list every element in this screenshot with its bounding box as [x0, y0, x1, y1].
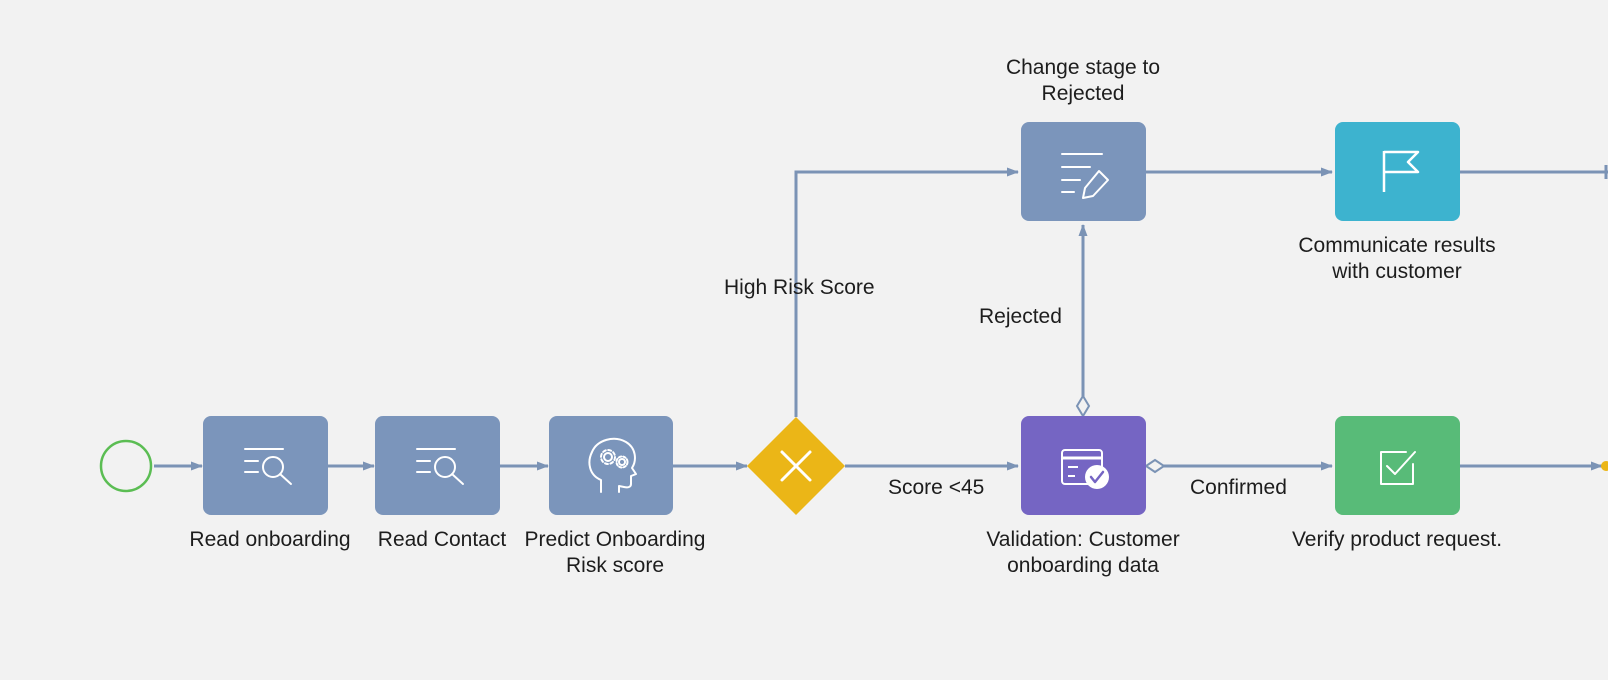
communicate-results-task[interactable]	[1335, 122, 1460, 221]
validation-task[interactable]	[1021, 416, 1146, 515]
modify-data-icon	[1061, 153, 1109, 199]
flow-gateway-to-change-stage[interactable]	[794, 167, 1019, 417]
communicate-results-label: Communicate results with customer	[1298, 234, 1496, 283]
read-contact-task[interactable]	[375, 416, 500, 515]
checkbox-icon	[1380, 451, 1416, 485]
change-stage-label: Change stage to Rejected	[1005, 56, 1161, 105]
read-contact-label: Read Contact	[377, 528, 507, 551]
offscreen-node-edge	[1601, 461, 1608, 471]
edge-label-rejected: Rejected	[979, 305, 1062, 328]
flag-icon	[1382, 150, 1420, 192]
verify-product-request-label: Verify product request.	[1291, 528, 1503, 551]
x-icon	[780, 450, 812, 482]
conditional-flow-marker-rejected	[1075, 394, 1091, 418]
edge-label-score-low: Score <45	[888, 476, 985, 499]
ai-brain-icon	[588, 437, 637, 493]
read-data-icon	[244, 448, 292, 485]
start-event[interactable]	[99, 439, 153, 493]
validation-icon	[1061, 449, 1109, 489]
read-data-icon	[416, 448, 464, 485]
read-onboarding-label: Read onboarding	[189, 528, 351, 551]
exclusive-gateway[interactable]	[747, 417, 845, 515]
verify-product-request-task[interactable]	[1335, 416, 1460, 515]
edge-label-high-risk: High Risk Score	[724, 276, 875, 299]
connectors	[154, 167, 1608, 471]
predict-risk-label: Predict Onboarding Risk score	[524, 528, 706, 577]
edge-label-confirmed: Confirmed	[1190, 476, 1287, 499]
validation-label: Validation: Customer onboarding data	[986, 528, 1180, 577]
change-stage-task[interactable]	[1021, 122, 1146, 221]
predict-risk-task[interactable]	[549, 416, 673, 515]
conditional-flow-marker-confirmed	[1144, 458, 1166, 474]
read-onboarding-task[interactable]	[203, 416, 328, 515]
